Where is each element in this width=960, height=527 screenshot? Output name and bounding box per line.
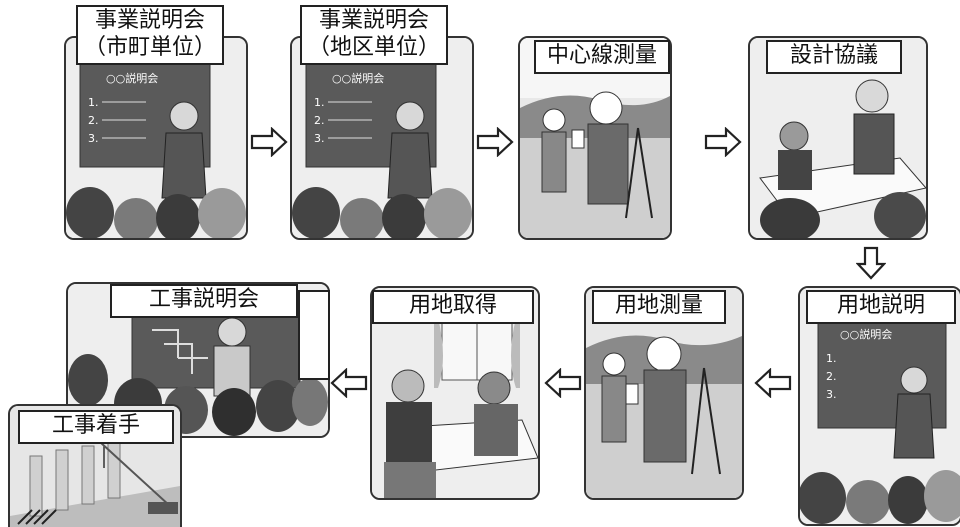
board-item-2: 2. <box>826 370 837 383</box>
arrow-left-icon <box>544 368 582 398</box>
step-2-label-line2: （地区単位） <box>307 35 440 60</box>
step-1-panel: ○○説明会 1. 2. 3. <box>64 36 248 240</box>
step-1-label-line1: 事業説明会 <box>94 8 205 33</box>
helmet <box>646 336 682 372</box>
step-2-label-line1: 事業説明会 <box>318 8 429 33</box>
seminar-illustration: ○○説明会 1. 2. 3. <box>66 38 246 238</box>
board-item-2: 2. <box>88 114 99 127</box>
board-title: ○○説明会 <box>840 327 892 341</box>
board-item-3: 3. <box>88 132 99 145</box>
arrow-right-icon <box>704 127 742 157</box>
arrow-left-icon <box>330 368 368 398</box>
board-title: ○○説明会 <box>106 71 158 85</box>
board-title: ○○説明会 <box>332 71 384 85</box>
helmet <box>589 91 623 125</box>
step-5-panel: ○○説明会 1. 2. 3. <box>798 286 960 526</box>
step-6-label: 用地測量 <box>592 290 726 324</box>
seminar-illustration: ○○説明会 1. 2. 3. <box>292 38 472 238</box>
board-item-1: 1. <box>88 96 99 109</box>
board-item-3: 3. <box>314 132 325 145</box>
presenter <box>395 101 425 131</box>
step-2-panel: ○○説明会 1. 2. 3. <box>290 36 474 240</box>
step-6-panel <box>584 286 744 500</box>
arrow-left-icon <box>754 368 792 398</box>
step-9-label: 工事着手 <box>18 410 174 444</box>
board-item-3: 3. <box>826 388 837 401</box>
arrow-down-icon <box>856 246 886 280</box>
step-5-label: 用地説明 <box>806 290 956 324</box>
land-explanation-illustration: ○○説明会 1. 2. 3. <box>800 288 960 524</box>
surveying-illustration <box>520 38 670 238</box>
arrow-right-icon <box>250 127 288 157</box>
empty-note-box <box>298 290 330 380</box>
step-1-label-line2: （市町単位） <box>83 35 216 60</box>
board-item-2: 2. <box>314 114 325 127</box>
step-8-label: 工事説明会 <box>110 284 298 318</box>
arrow-right-icon <box>476 127 514 157</box>
step-2-label: 事業説明会 （地区単位） <box>300 5 448 65</box>
presenter <box>169 101 199 131</box>
step-1-label: 事業説明会 （市町単位） <box>76 5 224 65</box>
board-item-1: 1. <box>314 96 325 109</box>
step-3-label: 中心線測量 <box>534 40 670 74</box>
step-7-label: 用地取得 <box>372 290 534 324</box>
step-4-label: 設計協議 <box>766 40 902 74</box>
crane-boom <box>99 441 171 507</box>
board-item-1: 1. <box>826 352 837 365</box>
